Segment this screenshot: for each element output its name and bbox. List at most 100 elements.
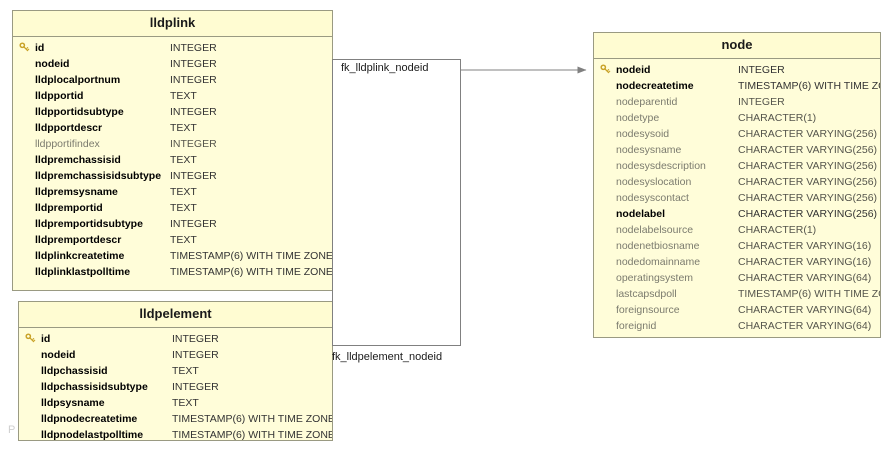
- column-type: TIMESTAMP(6) WITH TIME ZONE: [170, 265, 332, 278]
- key-spacer: [13, 138, 35, 149]
- column-name: nodenetbiosname: [616, 239, 700, 252]
- key-spacer: [13, 58, 35, 69]
- entity-title-lldpelement: lldpelement: [19, 302, 332, 328]
- column-name: nodecreatetime: [616, 79, 694, 92]
- primary-key-icon: [18, 42, 29, 52]
- column-name: lldpremsysname: [35, 185, 118, 198]
- primary-key-indicator: [19, 333, 41, 344]
- key-spacer: [19, 429, 41, 440]
- column-row: foreignid CHARACTER VARYING(64): [594, 318, 880, 334]
- key-spacer: [13, 250, 35, 261]
- key-spacer: [13, 202, 35, 213]
- column-name: lldplinkcreatetime: [35, 249, 125, 262]
- column-name: nodesysdescription: [616, 159, 706, 172]
- column-name: foreignid: [616, 319, 657, 332]
- column-row: id INTEGER: [13, 40, 332, 56]
- column-row: lldpremportdescr TEXT: [13, 232, 332, 248]
- column-name: id: [35, 41, 45, 54]
- column-type: CHARACTER(1): [738, 223, 817, 236]
- column-row: nodeid INTEGER: [594, 62, 880, 78]
- key-spacer: [594, 240, 616, 251]
- key-spacer: [594, 256, 616, 267]
- key-spacer: [594, 160, 616, 171]
- column-type: CHARACTER VARYING(64): [738, 319, 872, 332]
- column-name: nodeid: [41, 348, 76, 361]
- column-name: lldpportifindex: [35, 137, 100, 150]
- column-name: lldpsysname: [41, 396, 105, 409]
- column-row: lldpportifindex INTEGER: [13, 136, 332, 152]
- key-spacer: [19, 413, 41, 424]
- column-type: TEXT: [172, 364, 199, 377]
- column-name: lldpremchassisid: [35, 153, 121, 166]
- column-row: nodeid INTEGER: [19, 347, 332, 363]
- column-name: lldpchassisidsubtype: [41, 380, 148, 393]
- key-spacer: [19, 365, 41, 376]
- column-type: INTEGER: [172, 348, 219, 361]
- column-type: TIMESTAMP(6) WITH TIME ZONE: [172, 428, 332, 441]
- column-name: lldpportdescr: [35, 121, 103, 134]
- key-spacer: [594, 112, 616, 123]
- column-type: CHARACTER VARYING(256): [738, 127, 878, 140]
- key-spacer: [594, 304, 616, 315]
- column-row: nodesysoid CHARACTER VARYING(256): [594, 126, 880, 142]
- column-name: lldpremportdescr: [35, 233, 122, 246]
- column-row: nodelabel CHARACTER VARYING(256): [594, 206, 880, 222]
- key-spacer: [19, 381, 41, 392]
- column-type: CHARACTER VARYING(16): [738, 239, 872, 252]
- watermark: P: [8, 424, 16, 436]
- column-type: INTEGER: [738, 63, 785, 76]
- column-name: id: [41, 332, 51, 345]
- column-type: INTEGER: [170, 137, 217, 150]
- column-row: nodenetbiosname CHARACTER VARYING(16): [594, 238, 880, 254]
- column-type: INTEGER: [172, 332, 219, 345]
- column-type: TEXT: [170, 233, 197, 246]
- column-type: CHARACTER VARYING(16): [738, 255, 872, 268]
- column-type: CHARACTER VARYING(256): [738, 207, 878, 220]
- relationship-label-fk-lldpelement-nodeid[interactable]: fk_lldpelement_nodeid: [332, 351, 443, 363]
- column-type: CHARACTER VARYING(256): [738, 191, 878, 204]
- column-name: lldpnodelastpolltime: [41, 428, 144, 441]
- column-type: TEXT: [172, 396, 199, 409]
- key-spacer: [13, 90, 35, 101]
- column-type: INTEGER: [170, 41, 217, 54]
- relationship-fk-lldplink-nodeid[interactable]: [332, 59, 587, 346]
- key-spacer: [594, 224, 616, 235]
- column-row: lldpsysname TEXT: [19, 395, 332, 411]
- key-spacer: [594, 128, 616, 139]
- column-type: TEXT: [170, 89, 197, 102]
- column-name: nodelabel: [616, 207, 666, 220]
- key-spacer: [13, 74, 35, 85]
- column-name: nodesysoid: [616, 127, 670, 140]
- key-spacer: [13, 266, 35, 277]
- key-spacer: [594, 288, 616, 299]
- column-type: TEXT: [170, 201, 197, 214]
- column-type: TEXT: [170, 121, 197, 134]
- column-type: INTEGER: [170, 105, 217, 118]
- column-name: lldpremchassisidsubtype: [35, 169, 162, 182]
- key-spacer: [594, 80, 616, 91]
- primary-key-icon: [24, 333, 35, 343]
- relationship-label-fk-lldplink-nodeid[interactable]: fk_lldplink_nodeid: [341, 62, 429, 74]
- column-type: INTEGER: [170, 57, 217, 70]
- column-name: nodeid: [616, 63, 651, 76]
